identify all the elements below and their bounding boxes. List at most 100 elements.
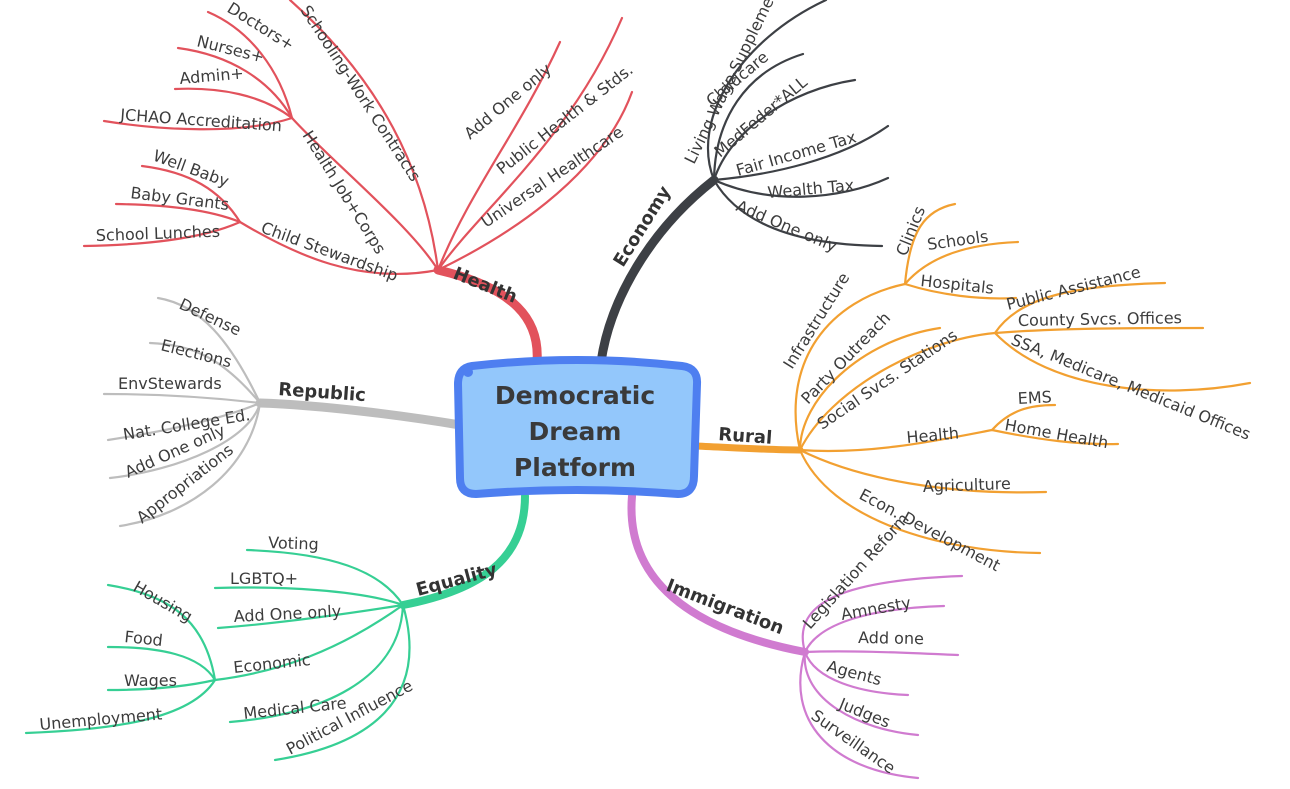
housing-label[interactable]: Housing	[130, 577, 196, 626]
add-one-health-line	[436, 40, 562, 272]
public-assistance-label[interactable]: Public Assistance	[1004, 262, 1142, 314]
republic-branch: Republic Defense Elections EnvStewards N…	[102, 294, 465, 528]
legislation-reform-line	[801, 574, 964, 654]
central-topic-line-1: Democratic	[495, 381, 655, 410]
lgbtq-label[interactable]: LGBTQ+	[230, 569, 298, 588]
amnesty-line	[803, 604, 946, 654]
add-one-immigration-label[interactable]: Add one	[858, 628, 924, 648]
child-stewardship-line	[238, 220, 440, 276]
economic-line	[213, 603, 405, 682]
central-topic-line-2: Dream	[529, 417, 622, 446]
republic-trunk	[255, 398, 465, 430]
baby-grants-label[interactable]: Baby Grants	[130, 183, 231, 214]
housing-line	[106, 583, 217, 682]
hospitals-label[interactable]: Hospitals	[920, 271, 995, 298]
health-label[interactable]: Health	[450, 263, 520, 308]
well-baby-line	[140, 164, 242, 224]
economy-branch: Economy Living Wage Supplement Childcare…	[596, 0, 890, 367]
rural-trunk	[692, 442, 804, 454]
ems-label[interactable]: EMS	[1017, 387, 1052, 408]
add-one-economy-line	[712, 178, 884, 248]
home-health-label[interactable]: Home Health	[1003, 415, 1110, 452]
wealth-tax-line	[712, 176, 890, 198]
hospitals-line	[903, 282, 1018, 300]
wages-line	[106, 678, 217, 692]
rural-label[interactable]: Rural	[718, 424, 773, 449]
baby-grants-line	[114, 202, 242, 224]
nat-college-line	[106, 401, 262, 442]
admin-label[interactable]: Admin+	[179, 63, 245, 88]
nurses-label[interactable]: Nurses+	[195, 31, 266, 66]
school-lunches-label[interactable]: School Lunches	[95, 222, 220, 245]
social-svcs-line	[798, 331, 997, 452]
jchao-line	[102, 116, 294, 131]
agriculture-label[interactable]: Agriculture	[922, 474, 1011, 496]
universal-healthcare-line	[436, 90, 634, 272]
lgbtq-line	[213, 586, 405, 607]
wealth-tax-label[interactable]: Wealth Tax	[767, 175, 855, 201]
appropriations-line	[118, 401, 262, 528]
add-one-economy-label[interactable]: Add One only	[733, 196, 839, 256]
infrastructure-line	[794, 282, 907, 452]
elections-line	[148, 341, 262, 405]
judges-line	[803, 650, 920, 737]
equality-trunk	[399, 492, 529, 609]
central-topic[interactable]: Democratic Dream Platform	[453, 356, 702, 499]
rural-health-line	[798, 428, 994, 453]
add-one-equality-label[interactable]: Add One only	[233, 601, 341, 626]
wages-label[interactable]: Wages	[124, 671, 177, 690]
voting-label[interactable]: Voting	[268, 533, 319, 554]
food-label[interactable]: Food	[124, 627, 164, 650]
health-branch: Health Health Job+Corps Doctors+ Nurses+…	[82, 0, 637, 367]
childcare-line	[712, 52, 805, 182]
central-topic-box	[453, 356, 702, 499]
clinics-label[interactable]: Clinics	[892, 203, 929, 258]
clinics-line	[903, 202, 957, 286]
ems-line	[990, 403, 1057, 432]
medfeder-line	[712, 78, 857, 182]
amnesty-label[interactable]: Amnesty	[839, 593, 912, 624]
defense-line	[156, 296, 262, 405]
unemployment-label[interactable]: Unemployment	[39, 704, 163, 734]
health-trunk	[433, 265, 542, 367]
schools-line	[903, 240, 1020, 286]
schools-label[interactable]: Schools	[926, 227, 989, 254]
add-one-equality-line	[216, 603, 405, 630]
living-wage-line	[706, 0, 828, 182]
agents-label[interactable]: Agents	[825, 657, 884, 690]
schooling-work-line	[288, 0, 440, 272]
voting-line	[245, 548, 405, 607]
doctors-line	[206, 10, 294, 120]
school-lunches-line	[82, 220, 242, 248]
admin-line	[173, 87, 294, 120]
well-baby-label[interactable]: Well Baby	[151, 146, 232, 191]
envstewards-label[interactable]: EnvStewards	[118, 374, 222, 393]
economic-label[interactable]: Economic	[232, 650, 311, 677]
economy-trunk	[596, 175, 719, 367]
add-one-republic-line	[108, 401, 262, 480]
defense-label[interactable]: Defense	[176, 294, 244, 339]
envstewards-line	[102, 392, 262, 405]
rural-health-label[interactable]: Health	[906, 423, 960, 447]
fair-income-line	[712, 124, 890, 182]
central-topic-line-3: Platform	[514, 453, 636, 482]
surveillance-line	[799, 650, 920, 780]
econ-development-line	[798, 448, 1042, 555]
equality-branch: Equality Voting LGBTQ+ Add One only Econ…	[24, 492, 529, 762]
unemployment-line	[24, 678, 217, 735]
ssa-line	[993, 331, 1252, 392]
immigration-trunk	[627, 492, 809, 656]
county-svcs-label[interactable]: County Svcs. Offices	[1018, 308, 1182, 330]
jchao-label[interactable]: JCHAO Accreditation	[119, 105, 283, 135]
health-job-corps-line	[290, 116, 440, 272]
public-health-line	[436, 16, 624, 272]
equality-label[interactable]: Equality	[414, 559, 500, 601]
econ-development-label[interactable]: Econ. Development	[856, 485, 1003, 575]
political-influence-line	[273, 603, 411, 762]
party-outreach-line	[798, 326, 942, 452]
public-assistance-line	[993, 281, 1167, 335]
county-svcs-line	[993, 326, 1205, 335]
add-one-immigration-line	[803, 650, 960, 657]
agriculture-line	[798, 448, 1048, 494]
immigration-branch: Immigration Legislation Reform Amnesty A…	[627, 492, 964, 780]
